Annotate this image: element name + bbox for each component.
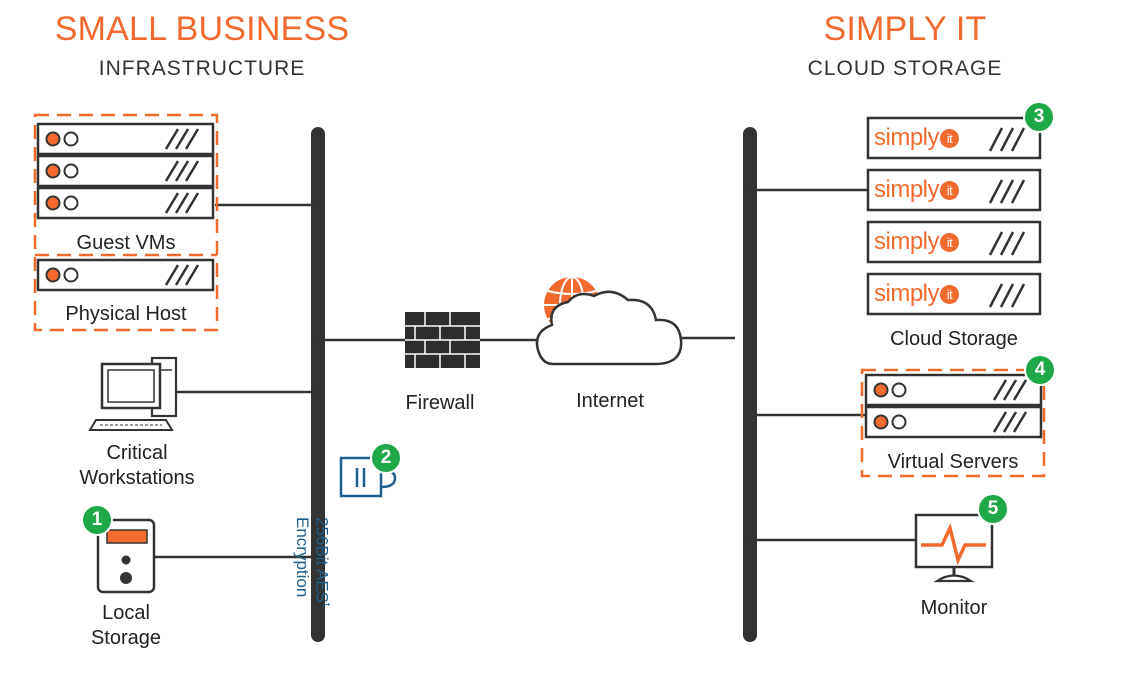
badge-1-number: 1	[91, 509, 103, 530]
server-rack-icon	[864, 373, 1043, 407]
server-rack-icon	[864, 405, 1043, 439]
badge-1	[81, 504, 113, 536]
server-rack-icon	[36, 122, 215, 156]
local-storage-icon	[96, 518, 156, 594]
encryption-label-superscript: t	[320, 603, 332, 607]
left-heading-subtitle: INFRASTRUCTURE	[98, 57, 306, 80]
internet-label: Internet	[576, 390, 644, 412]
virtual-servers-outline	[860, 368, 1046, 478]
encryption-label-line2: Encryption	[293, 517, 313, 598]
encryption-label: 256Bit AESt Encryption	[293, 517, 335, 647]
badge-5-number: 5	[987, 498, 999, 519]
firewall-icon	[405, 312, 480, 368]
virtual-servers-label: Virtual Servers	[887, 451, 1019, 473]
physical-host-label: Physical Host	[65, 303, 187, 325]
right-heading-title: SIMPLY IT	[823, 10, 987, 48]
badge-3	[1023, 101, 1055, 133]
workstation-icon	[88, 356, 178, 431]
monitor-icon	[914, 513, 994, 583]
cloud-storage-label: Cloud Storage	[890, 328, 1018, 350]
local-storage-label-line1: Local	[102, 602, 150, 624]
server-rack-icon	[36, 186, 215, 220]
firewall-label: Firewall	[405, 392, 475, 414]
encryption-label-line1: 256Bit AES	[312, 517, 332, 604]
badge-4-number: 4	[1034, 359, 1046, 380]
server-rack-icon	[36, 154, 215, 188]
critical-workstations-label-line2: Workstations	[79, 467, 195, 489]
cloud-icon	[535, 290, 683, 366]
server-rack-icon	[36, 258, 215, 292]
badge-5	[977, 493, 1009, 525]
local-storage-label-line2: Storage	[90, 627, 162, 649]
left-heading-title: SMALL BUSINESS	[54, 10, 350, 48]
guest-vms-label: Guest VMs	[76, 232, 176, 254]
critical-workstations-label-line1: Critical	[106, 442, 168, 464]
right-heading-subtitle: CLOUD STORAGE	[807, 57, 1003, 80]
badge-3-number: 3	[1033, 106, 1045, 127]
host-group-outline	[33, 113, 219, 332]
badge-4	[1024, 354, 1056, 386]
badge-2-number: 2	[380, 447, 392, 468]
badge-2	[370, 442, 402, 474]
monitor-label: Monitor	[920, 597, 988, 619]
